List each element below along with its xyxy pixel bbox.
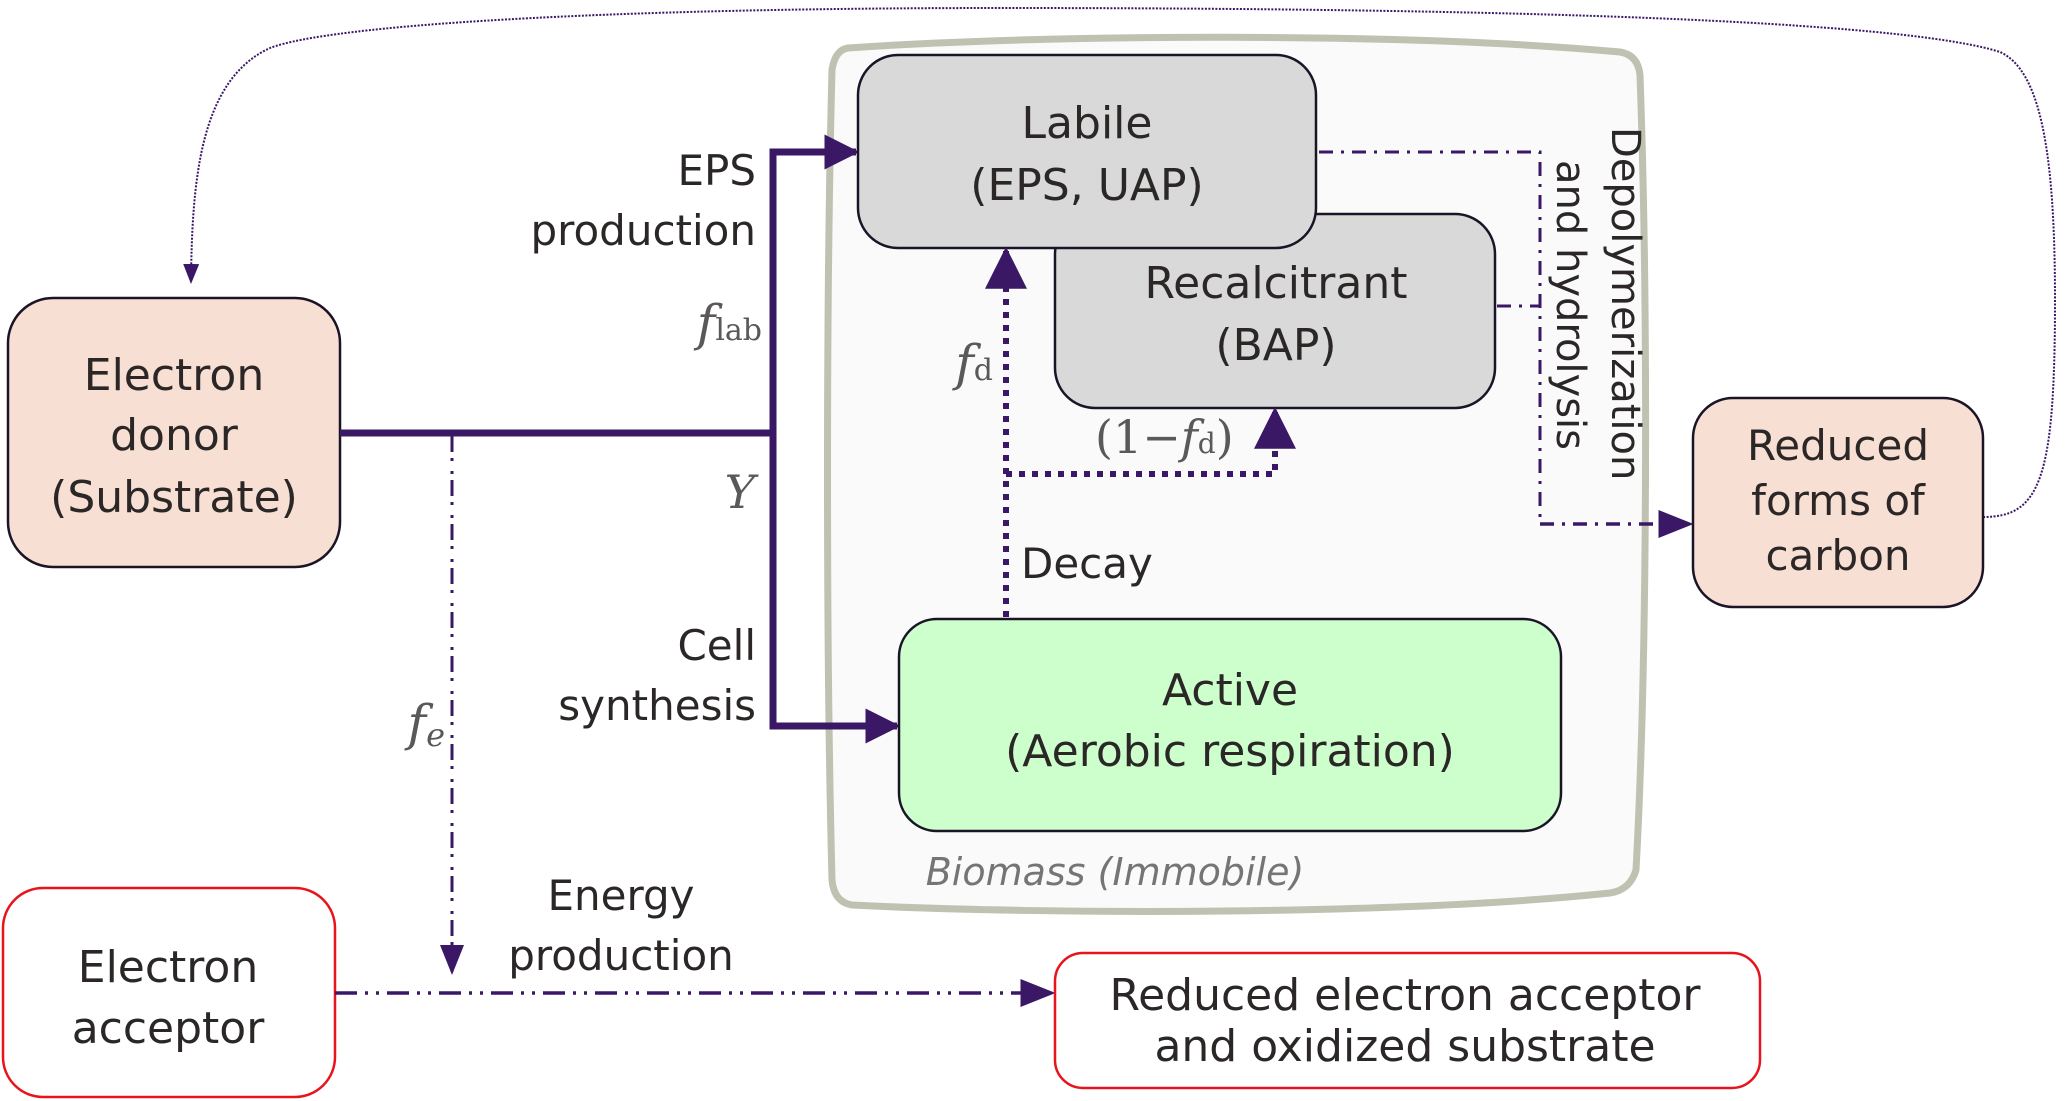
reduced-acceptor-line-1: Reduced electron acceptor (1110, 970, 1702, 1021)
cell-synthesis-label-line-2: synthesis (558, 681, 756, 730)
f-lab-symbol: flab (693, 294, 762, 352)
electron-acceptor-line-2: acceptor (72, 1003, 266, 1054)
depolymerization-label-line-1: Depolymerization (1602, 127, 1648, 480)
labile-line-2: (EPS, UAP) (970, 160, 1203, 211)
f-e-symbol: fe (404, 694, 445, 754)
recalcitrant-line-1: Recalcitrant (1145, 258, 1408, 309)
cell-synthesis-label-line-1: Cell (677, 621, 756, 670)
decay-label: Decay (1021, 539, 1153, 588)
reduced-carbon-line-2: forms of (1751, 476, 1926, 525)
electron-acceptor-line-1: Electron (78, 942, 258, 993)
electron-donor-line-3: (Substrate) (50, 472, 298, 523)
node-labile[interactable]: Labile (EPS, UAP) (856, 53, 1318, 250)
energy-production-label-line-1: Energy (547, 871, 694, 920)
depolymerization-label-line-2: and hydrolysis (1547, 160, 1593, 450)
reduced-acceptor-line-2: and oxidized substrate (1154, 1021, 1655, 1072)
recalcitrant-line-2: (BAP) (1215, 320, 1336, 371)
biomass-container-label: Biomass (Immobile) (926, 850, 1305, 894)
reduced-carbon-box (1691, 396, 1985, 609)
labile-hydrolysis-line (1319, 150, 1542, 524)
node-electron-donor[interactable]: Electron donor (Substrate) (6, 296, 342, 569)
active-line-1: Active (1162, 665, 1298, 716)
reduced-acceptor-box (1053, 951, 1762, 1090)
labile-line-1: Labile (1022, 98, 1153, 149)
reduced-carbon-line-1: Reduced (1747, 421, 1929, 470)
electron-donor-line-1: Electron (84, 350, 264, 401)
node-electron-acceptor[interactable]: Electron acceptor (1, 886, 337, 1099)
active-box (897, 617, 1563, 833)
node-reduced-electron-acceptor[interactable]: Reduced electron acceptor and oxidized s… (1053, 951, 1762, 1090)
node-reduced-forms-of-carbon[interactable]: Reduced forms of carbon (1691, 396, 1985, 609)
node-recalcitrant[interactable]: Recalcitrant (BAP) (1053, 212, 1497, 410)
energy-production-label-line-2: production (508, 931, 734, 980)
reduced-carbon-line-3: carbon (1765, 531, 1910, 580)
labile-box (856, 53, 1318, 250)
eps-production-label-line-2: production (530, 206, 756, 255)
yield-symbol-Y: Y (725, 465, 760, 519)
node-active[interactable]: Active (Aerobic respiration) (897, 617, 1563, 833)
active-line-2: (Aerobic respiration) (1005, 726, 1455, 777)
electron-donor-line-2: donor (110, 410, 239, 461)
eps-production-label-line-1: EPS (677, 146, 756, 195)
